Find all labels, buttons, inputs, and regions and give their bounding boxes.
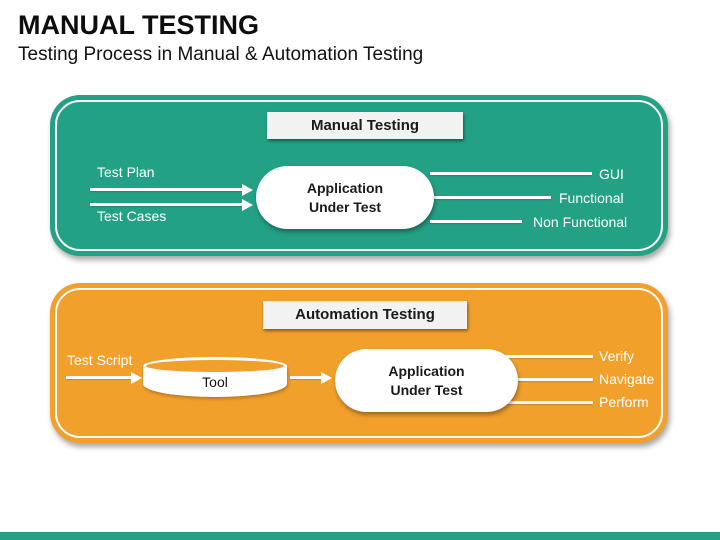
automation-aut-line1: Application	[388, 362, 465, 379]
test-cases-arrow-line	[90, 203, 242, 206]
test-plan-label: Test Plan	[97, 164, 155, 180]
automation-aut-line2: Under Test	[390, 381, 463, 398]
test-script-label: Test Script	[67, 352, 133, 368]
tool-to-aut-arrow-line	[290, 376, 321, 379]
manual-aut-line2: Under Test	[308, 198, 382, 215]
test-cases-label: Test Cases	[97, 208, 167, 224]
navigate-label: Navigate	[599, 371, 655, 387]
non-functional-connector-line	[430, 220, 522, 223]
test-plan-arrowhead-icon	[242, 184, 253, 196]
manual-testing-header: Manual Testing	[267, 112, 463, 139]
navigate-connector-line	[510, 378, 593, 381]
verify-label: Verify	[599, 348, 635, 364]
automation-testing-header: Automation Testing	[263, 301, 467, 329]
manual-aut-line1: Application	[306, 179, 384, 196]
test-plan-arrow-line	[90, 188, 242, 191]
tool-to-aut-arrowhead-icon	[321, 372, 332, 384]
test-cases-arrowhead-icon	[242, 199, 253, 211]
footer-accent-bar	[0, 532, 720, 540]
automation-application-under-test-shape: Application Under Test	[335, 349, 518, 412]
page-title: MANUAL TESTING	[18, 10, 259, 40]
test-script-arrowhead-icon	[131, 372, 142, 384]
verify-connector-line	[505, 355, 593, 358]
tool-cylinder-top-icon	[143, 357, 287, 375]
functional-label: Functional	[559, 190, 624, 206]
gui-label: GUI	[599, 166, 624, 182]
non-functional-label: Non Functional	[533, 214, 628, 230]
tool-label: Tool	[202, 374, 228, 390]
perform-connector-line	[507, 401, 593, 404]
manual-application-under-test-shape: Application Under Test	[256, 166, 434, 229]
perform-label: Perform	[599, 394, 649, 410]
test-script-arrow-line	[66, 376, 131, 379]
functional-connector-line	[430, 196, 551, 199]
gui-connector-line	[430, 172, 592, 175]
page-subtitle: Testing Process in Manual & Automation T…	[18, 44, 424, 65]
